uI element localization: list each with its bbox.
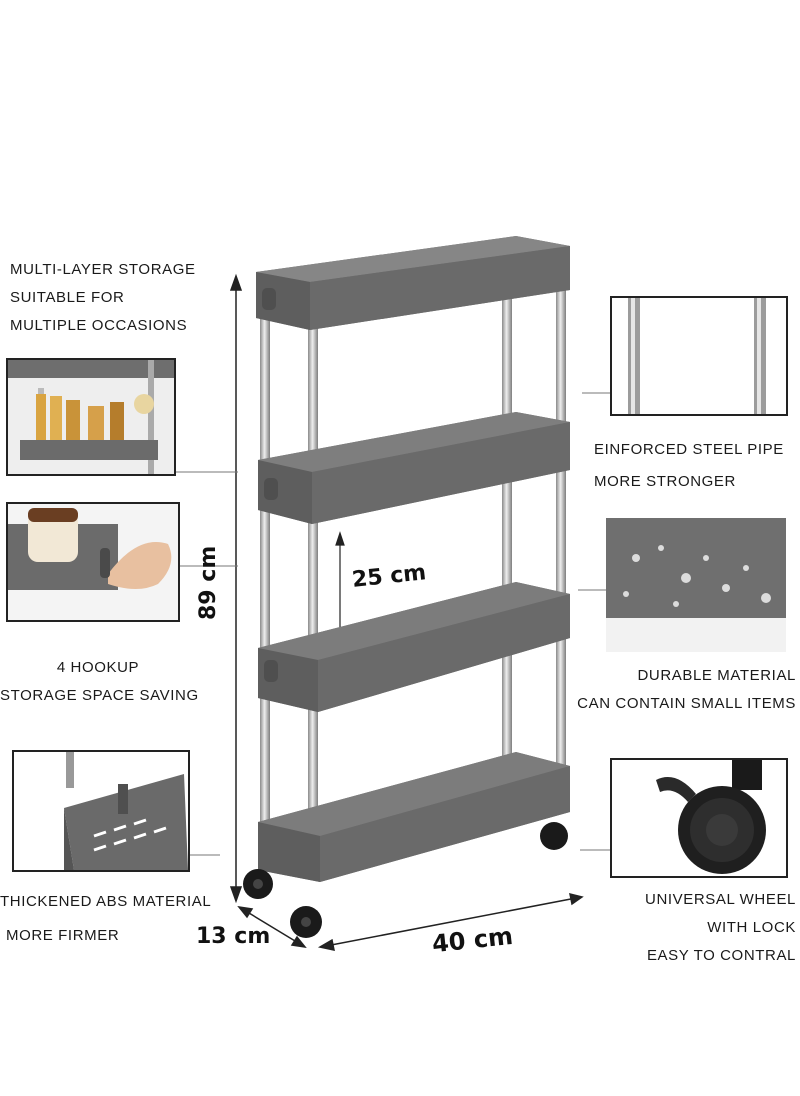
height-dimension: 89 cm bbox=[196, 545, 221, 620]
caster-wheel-photo bbox=[610, 758, 788, 878]
shelf-tier-1 bbox=[256, 236, 570, 330]
label-line: MULTIPLE OCCASIONS bbox=[10, 317, 188, 334]
label-line: SUITABLE FOR bbox=[10, 289, 125, 306]
width-dimension: 40 cm bbox=[430, 921, 515, 959]
shelf-gap-dimension: 25 cm bbox=[350, 560, 428, 593]
abs-material-label: THICKENED ABS MATERIAL MORE FIRMER bbox=[0, 888, 211, 950]
label-line: MULTI-LAYER STORAGE bbox=[10, 261, 196, 278]
abs-basket-photo bbox=[12, 750, 190, 872]
durable-material-label: DURABLE MATERIAL CAN CONTAIN SMALL ITEMS bbox=[570, 662, 796, 718]
shelf-tier-3 bbox=[258, 582, 570, 712]
label-line: CAN CONTAIN SMALL ITEMS bbox=[577, 695, 796, 712]
label-line: WITH LOCK bbox=[707, 919, 796, 936]
hookup-label: 4 HOOKUP STORAGE SPACE SAVING bbox=[0, 654, 199, 710]
shelf-gap-dimension-line bbox=[335, 531, 345, 669]
label-line: DURABLE MATERIAL bbox=[637, 667, 796, 684]
universal-wheel-label: UNIVERSAL WHEEL WITH LOCK EASY TO CONTRA… bbox=[600, 886, 796, 970]
shelf-tier-4 bbox=[258, 752, 570, 882]
label-line: MORE STRONGER bbox=[594, 473, 736, 490]
label-line: MORE FIRMER bbox=[6, 927, 120, 944]
caster-wheels bbox=[243, 822, 568, 938]
label-line: 4 HOOKUP bbox=[56, 659, 140, 676]
depth-dimension: 13 cm bbox=[196, 924, 271, 949]
label-line: THICKENED ABS MATERIAL bbox=[0, 893, 212, 910]
shelf-bottles-photo bbox=[6, 358, 176, 476]
water-drops-photo bbox=[606, 518, 786, 652]
steel-pipe-photo bbox=[610, 296, 788, 416]
multi-layer-storage-label: MULTI-LAYER STORAGE SUITABLE FOR MULTIPL… bbox=[10, 256, 196, 340]
steel-pipe-label: EINFORCED STEEL PIPE MORE STRONGER bbox=[594, 436, 784, 496]
label-line: STORAGE SPACE SAVING bbox=[0, 687, 199, 704]
label-line: UNIVERSAL WHEEL bbox=[645, 891, 796, 908]
hook-hand-photo bbox=[6, 502, 180, 622]
label-line: EINFORCED STEEL PIPE bbox=[594, 441, 784, 458]
height-dimension-line bbox=[229, 273, 243, 904]
leader-lines bbox=[172, 392, 612, 856]
shelf-tier-2 bbox=[258, 412, 570, 524]
label-line: EASY TO CONTRAL bbox=[646, 947, 796, 964]
